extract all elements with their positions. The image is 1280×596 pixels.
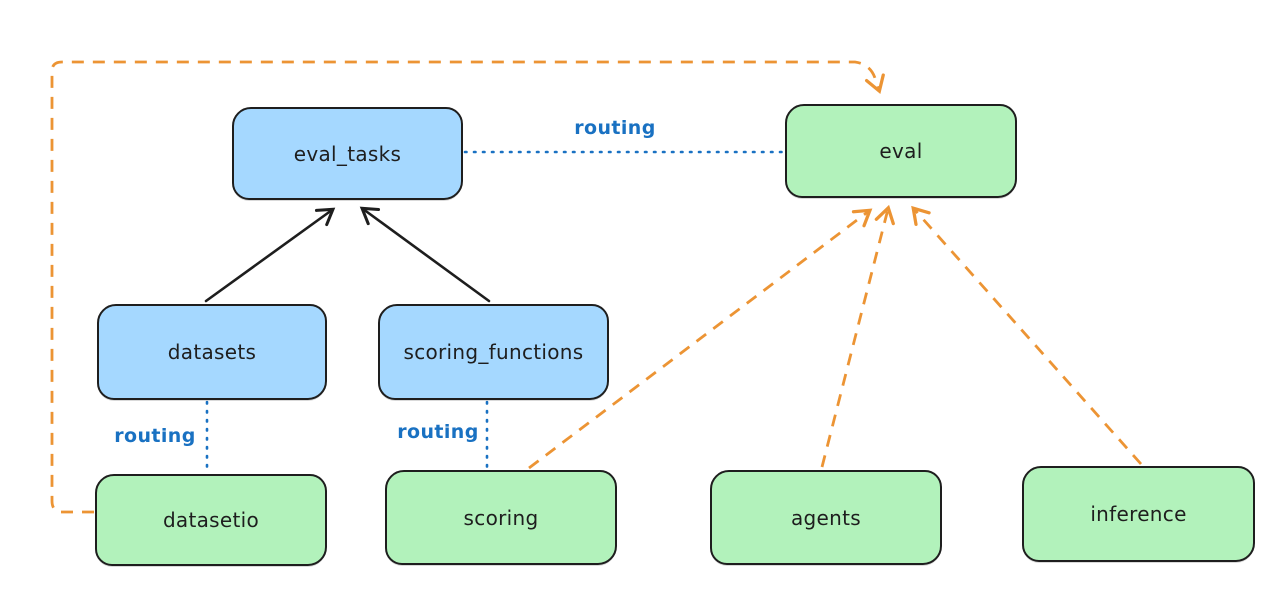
- edge-inference-to-eval: [911, 205, 1143, 465]
- node-eval-label: eval: [879, 139, 923, 163]
- node-scoring-functions-label: scoring_functions: [403, 340, 584, 364]
- node-scoring-functions: scoring_functions: [378, 304, 609, 400]
- edge-scoring-functions-to-eval-tasks: [359, 206, 491, 303]
- node-inference-label: inference: [1090, 502, 1187, 526]
- node-datasets: datasets: [97, 304, 327, 400]
- edge-datasets-to-eval-tasks: [204, 207, 336, 303]
- node-scoring-label: scoring: [463, 505, 539, 530]
- routing-label: routing: [574, 117, 656, 139]
- routing-label: routing: [114, 425, 196, 447]
- node-datasetio: datasetio: [95, 474, 327, 566]
- node-agents-label: agents: [791, 505, 861, 530]
- node-eval: eval: [785, 104, 1017, 198]
- edge-datasetio-to-eval: [50, 60, 885, 514]
- node-datasetio-label: datasetio: [162, 508, 260, 532]
- node-inference: inference: [1022, 466, 1255, 562]
- edge-scoring-to-eval: [528, 208, 873, 470]
- edge-agents-to-eval: [820, 204, 895, 468]
- node-datasets-label: datasets: [167, 340, 257, 364]
- node-agents: agents: [710, 470, 942, 565]
- node-eval-tasks-label: eval_tasks: [293, 141, 402, 166]
- node-scoring: scoring: [385, 470, 617, 565]
- node-eval-tasks: eval_tasks: [232, 107, 463, 200]
- routing-label: routing: [397, 421, 479, 443]
